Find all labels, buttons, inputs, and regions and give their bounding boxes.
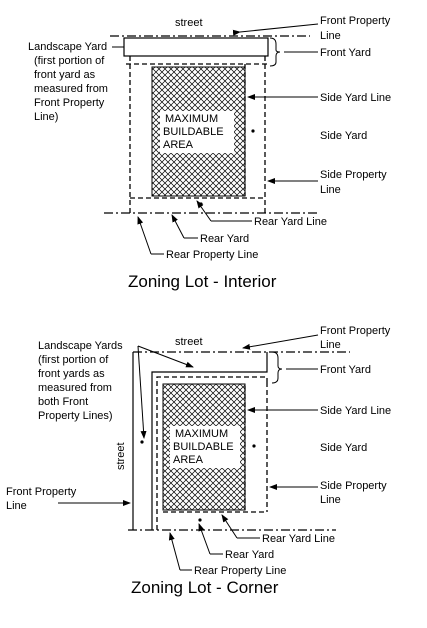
corner-front-property-top-leader (242, 334, 319, 350)
corner-landscape-leader-top (137, 345, 194, 368)
corner-landscape-yards-label-6: Property Lines) (38, 410, 113, 422)
interior-max-buildable-label-3: AREA (163, 139, 194, 151)
interior-landscape-yard (123, 37, 269, 57)
interior-rear-property-leader (137, 216, 152, 255)
interior-buildable-label-bg (160, 111, 234, 153)
corner-rear-property-leader (168, 532, 181, 571)
interior-side-yard-label: Side Yard (320, 130, 367, 142)
interior-front-property-leader (232, 23, 319, 36)
interior-rear-yard-label: Rear Yard (200, 233, 249, 245)
corner-landscape-yards-label-4: measured from (38, 382, 112, 394)
corner-lot-diagram (58, 334, 350, 571)
corner-front-property-line-left-label-2: Line (6, 500, 27, 512)
corner-landscape-yards-label-3: front yards as (38, 368, 105, 380)
corner-rear-property-line-label: Rear Property Line (194, 565, 286, 577)
interior-landscape-yard-label-4: measured from (34, 83, 108, 95)
corner-landscape-yards-label-1: Landscape Yards (38, 340, 123, 352)
corner-left-landscape-dot (140, 440, 144, 444)
interior-landscape-yard-label-3: front yard as (34, 69, 96, 81)
interior-landscape-yard-label-1: Landscape Yard (28, 41, 107, 53)
interior-side-property-line-label-1: Side Property (320, 169, 387, 181)
interior-rear-property-line-label: Rear Property Line (166, 249, 258, 261)
corner-rear-yard-dot (198, 518, 202, 522)
corner-rear-yard-label: Rear Yard (225, 549, 274, 561)
interior-rear-yard-line-leader (196, 200, 212, 222)
interior-front-property-line-label-2: Line (320, 30, 341, 42)
corner-max-buildable-label-1: MAXIMUM (175, 428, 228, 440)
corner-street-top-label: street (175, 336, 203, 348)
interior-front-yard-label: Front Yard (320, 47, 371, 59)
corner-landscape-yards-label-5: both Front (38, 396, 88, 408)
interior-front-yard-bracket (269, 37, 281, 67)
interior-street-label: street (175, 17, 203, 29)
interior-side-property-line-label-2: Line (320, 184, 341, 196)
corner-rear-yard-line-label: Rear Yard Line (262, 533, 335, 545)
corner-max-buildable-label-2: BUILDABLE (173, 441, 234, 453)
corner-front-property-line-left-label-1: Front Property (6, 486, 77, 498)
interior-side-yard-line-label: Side Yard Line (320, 92, 391, 104)
interior-max-buildable-label-2: BUILDABLE (163, 126, 224, 138)
corner-caption: Zoning Lot - Corner (131, 578, 279, 597)
interior-landscape-yard-label-2: (first portion of (34, 55, 105, 67)
interior-rear-yard-leader (171, 214, 185, 239)
interior-rear-yard-line-label: Rear Yard Line (254, 216, 327, 228)
corner-front-property-line-top-label-2: Line (320, 339, 341, 351)
corner-side-yard-line-label: Side Yard Line (320, 405, 391, 417)
interior-landscape-yard-label-6: Line) (34, 111, 58, 123)
corner-front-yard-bracket (271, 351, 283, 384)
corner-side-property-line-label-1: Side Property (320, 480, 387, 492)
corner-landscape-leader-side (137, 345, 147, 439)
corner-rear-yard-leader (198, 523, 211, 555)
interior-max-buildable-label-1: MAXIMUM (165, 113, 218, 125)
corner-front-yard-line (156, 376, 268, 530)
corner-side-yard-label: Side Yard (320, 442, 367, 454)
corner-front-property-line-top-label-1: Front Property (320, 325, 391, 337)
corner-rear-yard-line-leader (221, 514, 238, 539)
corner-landscape-yards-label-2: (first portion of (38, 354, 109, 366)
corner-landscape-yards-outline (151, 352, 268, 530)
interior-landscape-yard-label-5: Front Property (34, 97, 105, 109)
interior-side-yard-dot (251, 129, 255, 133)
corner-max-buildable-label-3: AREA (173, 454, 204, 466)
interior-lot-diagram (104, 23, 319, 255)
corner-side-property-line-label-2: Line (320, 494, 341, 506)
interior-front-property-line-label-1: Front Property (320, 15, 391, 27)
interior-caption: Zoning Lot - Interior (128, 272, 277, 291)
corner-side-yard-dot (252, 444, 256, 448)
corner-front-yard-label: Front Yard (320, 364, 371, 376)
corner-street-side-label: street (115, 442, 127, 470)
corner-buildable-label-bg (170, 426, 240, 468)
